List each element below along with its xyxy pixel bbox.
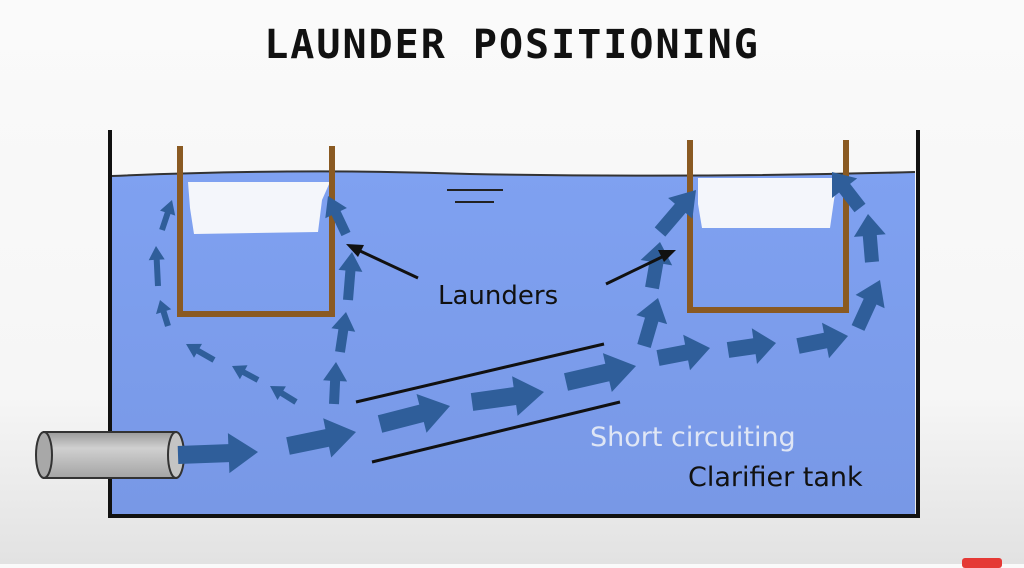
flow-arrow bbox=[286, 418, 356, 458]
tank-wall bbox=[108, 130, 920, 518]
flow-arrow bbox=[270, 386, 298, 405]
flow-arrow bbox=[338, 252, 363, 301]
water-level-symbol bbox=[447, 189, 503, 203]
flow-arrow bbox=[636, 298, 668, 348]
flow-arrows bbox=[148, 172, 886, 474]
flow-arrow bbox=[325, 196, 351, 237]
inlet-pipe bbox=[35, 431, 185, 479]
flow-arrow bbox=[832, 172, 866, 213]
flow-arrow bbox=[851, 280, 885, 331]
flow-arrow bbox=[323, 362, 348, 405]
flow-arrow bbox=[377, 394, 450, 433]
launder-left bbox=[177, 146, 335, 317]
flow-arrow bbox=[148, 246, 165, 287]
flow-arrow bbox=[726, 328, 776, 364]
flow-arrow bbox=[232, 365, 260, 383]
short-circuiting-label: Short circuiting bbox=[590, 422, 796, 453]
page-title: LAUNDER POSITIONING bbox=[264, 22, 760, 68]
flow-arrow bbox=[654, 190, 696, 237]
flow-arrow bbox=[331, 312, 356, 353]
flow-arrow bbox=[470, 376, 544, 416]
water-body bbox=[112, 171, 915, 514]
flow-arrow bbox=[186, 343, 216, 363]
flow-arrow bbox=[796, 322, 848, 359]
water-surface-line bbox=[111, 170, 916, 177]
flow-arrow bbox=[564, 353, 636, 392]
video-badge bbox=[962, 558, 1002, 568]
flow-arrow bbox=[853, 214, 886, 263]
callout-pointers bbox=[346, 244, 676, 286]
flow-arrow bbox=[177, 433, 258, 474]
flow-arrow bbox=[656, 334, 710, 371]
flow-arrow bbox=[159, 200, 176, 231]
launders-label: Launders bbox=[438, 281, 558, 311]
flow-arrow bbox=[156, 300, 172, 327]
short-circuit-lines bbox=[355, 342, 621, 464]
launder-right bbox=[687, 140, 849, 313]
clarifier-tank-label: Clarifier tank bbox=[688, 462, 863, 493]
